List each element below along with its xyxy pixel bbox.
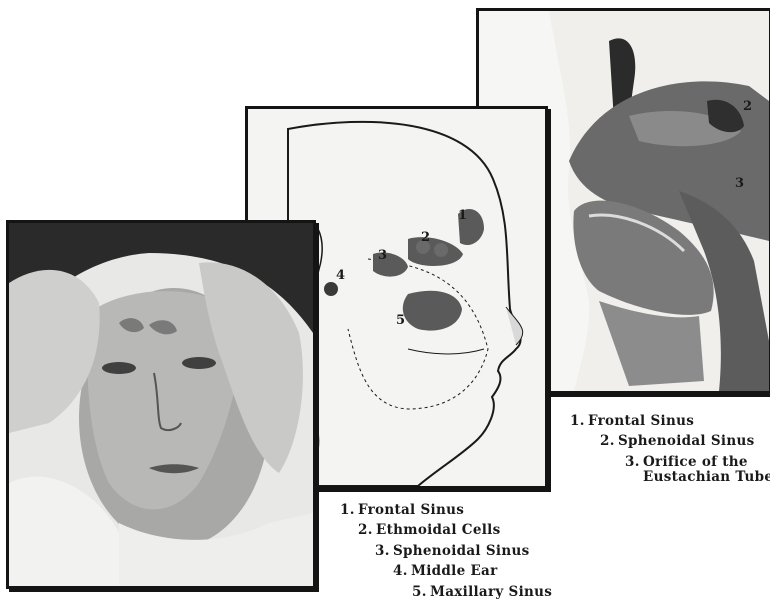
label-3: 3 — [735, 176, 744, 191]
ethmoidal-cell — [434, 243, 448, 257]
label-2: 2 — [743, 99, 752, 114]
legend-item: 5.Maxillary Sinus — [412, 585, 552, 600]
photo-drawing — [9, 223, 313, 586]
woman-photograph — [6, 220, 316, 589]
label-3: 3 — [378, 248, 387, 263]
left-eye — [102, 362, 136, 374]
legend-item: 3.Sphenoidal Sinus — [375, 544, 529, 559]
middle-ear-shape — [324, 282, 338, 296]
legend-item: 1.Frontal Sinus — [340, 503, 464, 518]
label-5: 5 — [396, 313, 405, 328]
right-eye — [182, 357, 216, 369]
legend-item: 4.Middle Ear — [393, 564, 498, 579]
label-2: 2 — [421, 230, 430, 245]
legend-item: 1.Frontal Sinus — [570, 414, 694, 429]
legend-item: 2.Ethmoidal Cells — [358, 523, 500, 538]
label-1: 1 — [458, 208, 467, 223]
label-4: 4 — [336, 268, 345, 283]
legend-item: 2.Sphenoidal Sinus — [600, 434, 754, 449]
